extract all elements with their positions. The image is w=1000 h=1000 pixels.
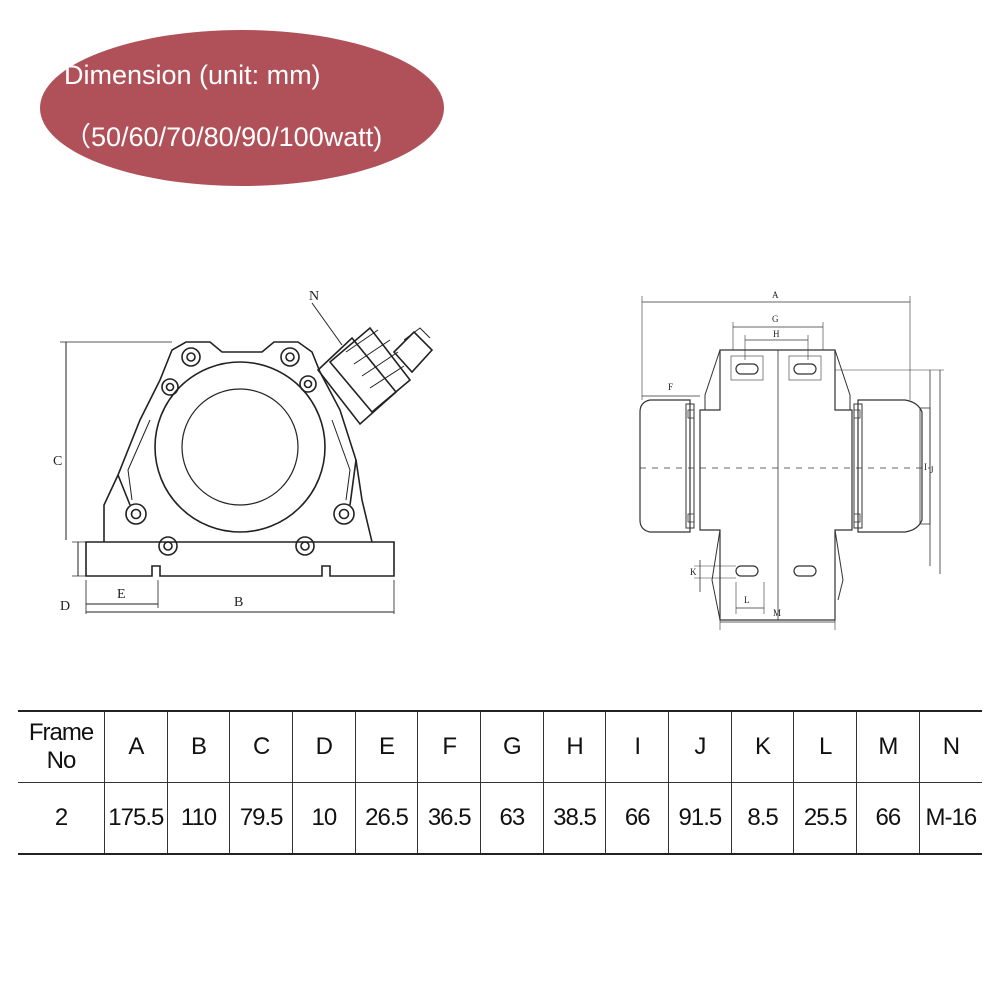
- table-cell: 2: [18, 782, 105, 855]
- table-cell: 175.5: [104, 782, 168, 855]
- table-cell: 110: [166, 782, 231, 855]
- table-header-row: Frame No A B C D E F G H I J K L M N: [18, 710, 982, 783]
- table-cell: 25.5: [793, 782, 858, 855]
- table-header-cell: M: [856, 710, 920, 783]
- table-cell: 66: [605, 782, 670, 855]
- table-cell: 36.5: [417, 782, 482, 855]
- table-cell: 63: [480, 782, 544, 855]
- table-header-cell: G: [480, 710, 544, 783]
- label-D: D: [60, 599, 70, 614]
- table-cell: 26.5: [354, 782, 419, 855]
- table-header-cell: L: [793, 710, 858, 783]
- table-cell: 10: [292, 782, 356, 855]
- label-I: I: [924, 462, 927, 472]
- table-row: 2 175.5 110 79.5 10 26.5 36.5 63 38.5 66…: [18, 782, 982, 855]
- cable-gland-drawing: [316, 326, 434, 426]
- table-header-cell: B: [166, 710, 231, 783]
- label-G: G: [772, 314, 779, 324]
- table-header-cell: H: [542, 710, 607, 783]
- title-text: Dimension (unit: mm): [64, 60, 321, 90]
- table-cell: M-16: [918, 782, 982, 855]
- table-header-cell: E: [354, 710, 419, 783]
- table-header-cell: A: [104, 710, 168, 783]
- table-header-cell: D: [292, 710, 356, 783]
- label-C: C: [53, 454, 62, 469]
- label-F: F: [668, 382, 673, 392]
- table-header-cell: N: [918, 710, 982, 783]
- label-H: H: [773, 329, 780, 339]
- table-cell: 8.5: [730, 782, 795, 855]
- dimension-table: Frame No A B C D E F G H I J K L M N 2 1…: [18, 710, 982, 855]
- table-header-cell: I: [605, 710, 670, 783]
- bolt-icons: [125, 347, 355, 556]
- mounting-slot-icons: [730, 355, 822, 577]
- label-A: A: [772, 290, 779, 300]
- table-cell: 91.5: [668, 782, 732, 855]
- table-cell: 38.5: [542, 782, 607, 855]
- label-K: K: [690, 567, 697, 577]
- label-L: L: [744, 595, 750, 605]
- label-J: J: [930, 465, 934, 475]
- label-B: B: [234, 595, 243, 610]
- table-header-cell: C: [229, 710, 294, 783]
- top-view-drawing: [639, 296, 944, 630]
- wattage-text: （50/60/70/80/90/100watt): [64, 122, 383, 152]
- title-badge: [40, 30, 444, 186]
- dimension-drawings: N C D E B: [53, 289, 944, 630]
- table-header-cell: Frame No: [18, 710, 105, 783]
- table-header-cell: K: [730, 710, 795, 783]
- table-cell: 66: [856, 782, 920, 855]
- table-cell: 79.5: [229, 782, 294, 855]
- front-view-drawing: [60, 302, 434, 614]
- table-header-cell: F: [417, 710, 482, 783]
- label-E: E: [117, 587, 126, 602]
- table-header-cell: J: [668, 710, 732, 783]
- label-N: N: [309, 289, 319, 304]
- label-M: M: [773, 608, 781, 618]
